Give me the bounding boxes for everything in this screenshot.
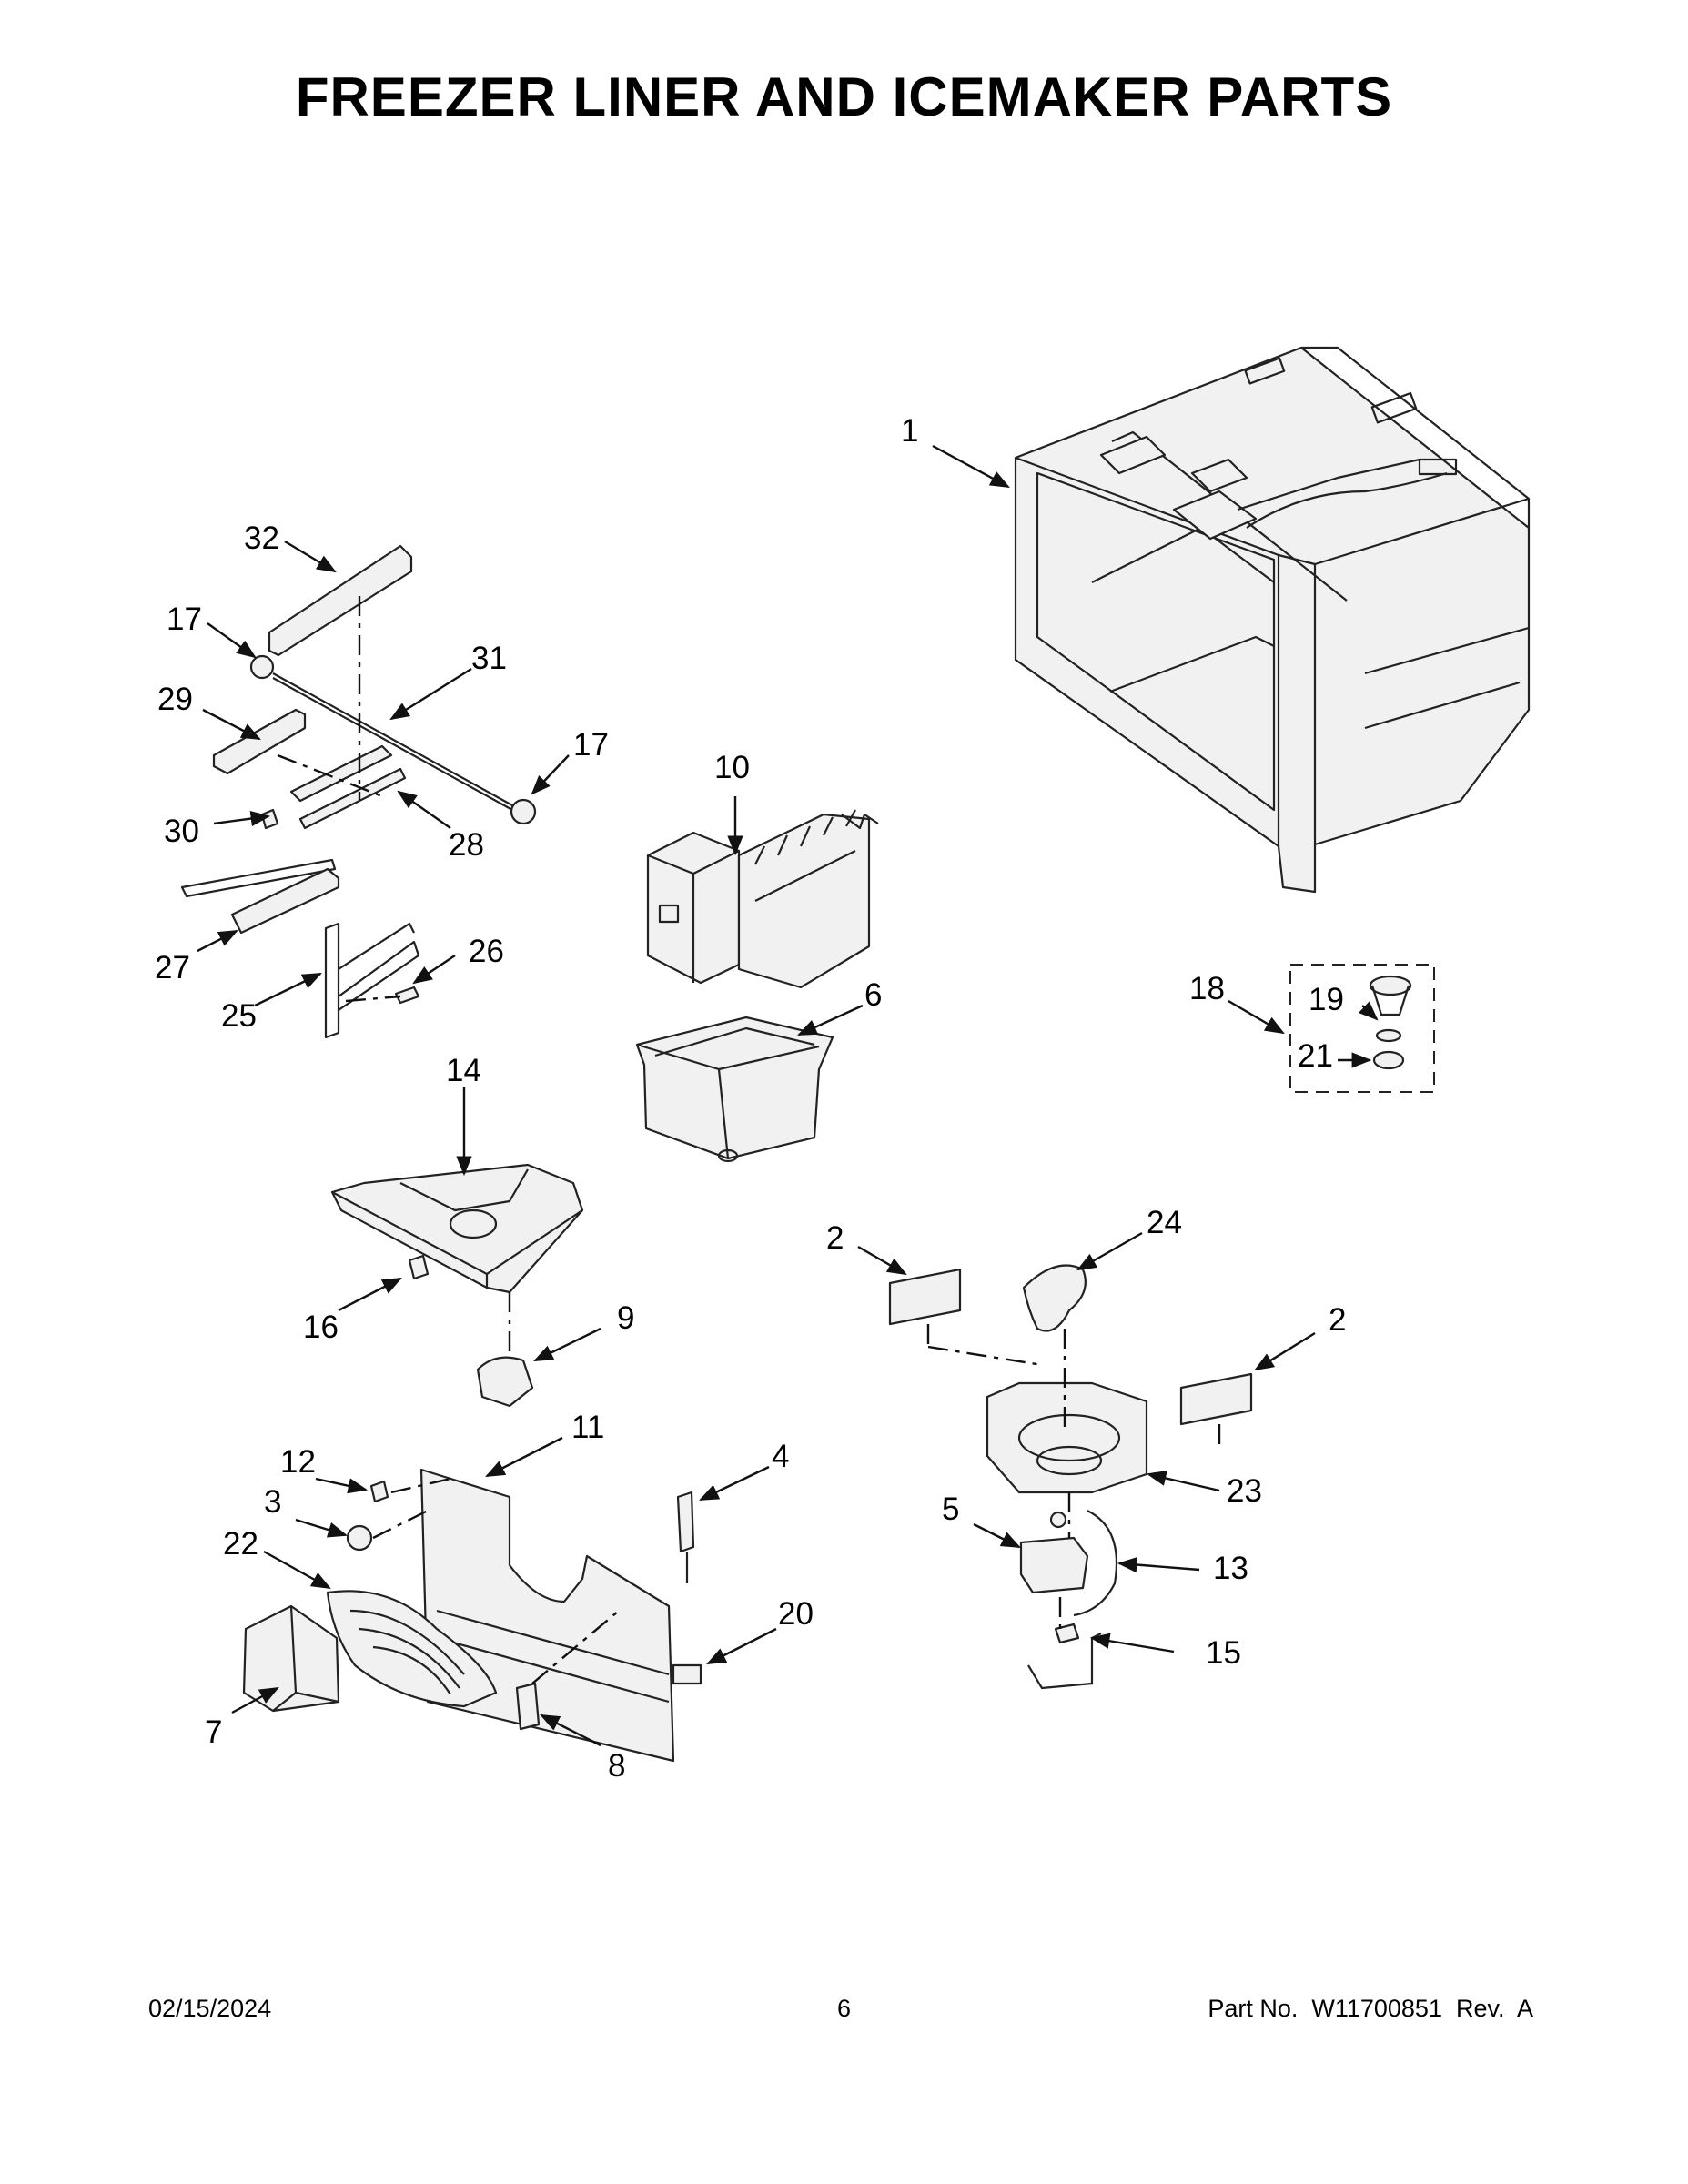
callout-29: 29 [157, 682, 193, 717]
callout-24: 24 [1147, 1205, 1182, 1240]
footer-date: 02/15/2024 [148, 1995, 272, 2022]
evaporator-fan-assembly [888, 1264, 1253, 1690]
callout-16: 16 [303, 1309, 339, 1345]
icemaker-part [646, 809, 879, 989]
callout-26: 26 [469, 934, 504, 969]
callout-10: 10 [714, 750, 750, 785]
callout-4: 4 [772, 1439, 789, 1474]
callout-labels: 1 32 17 31 29 17 30 28 27 26 25 10 6 18 … [155, 413, 1346, 1784]
callout-23: 23 [1227, 1473, 1262, 1509]
callout-14: 14 [446, 1053, 481, 1088]
callout-19: 19 [1309, 982, 1344, 1017]
footer-page-number: 6 [836, 1995, 852, 2022]
callout-2: 2 [1329, 1302, 1346, 1338]
callout-17: 17 [573, 727, 609, 763]
footer-part-number-text: Part No. W11700851 Rev. A [1208, 1995, 1533, 2022]
ice-bin-part [635, 1016, 834, 1163]
callout-18: 18 [1189, 971, 1225, 1006]
callout-28: 28 [449, 827, 484, 863]
callout-6: 6 [864, 977, 882, 1013]
callout-15: 15 [1206, 1635, 1241, 1671]
callout-20: 20 [778, 1596, 814, 1632]
shelf-rail-assembly [180, 544, 537, 1039]
callout-5: 5 [942, 1491, 959, 1527]
callout-9: 9 [617, 1300, 634, 1336]
ice-chute-part [330, 1163, 584, 1408]
callout-13: 13 [1213, 1551, 1248, 1586]
callout-22: 22 [223, 1526, 258, 1562]
callout-11: 11 [571, 1410, 604, 1445]
footer-part-number: Part No. W11700851 Rev. A [1208, 1995, 1533, 2023]
callout-32: 32 [244, 521, 279, 556]
callout-1: 1 [901, 413, 918, 449]
callout-leader-lines [197, 444, 1379, 1747]
cover-panel-assembly [242, 1468, 702, 1763]
callout-21: 21 [1298, 1038, 1333, 1074]
kit-18-box [1289, 964, 1435, 1093]
page-title: FREEZER LINER AND ICEMAKER PARTS [295, 66, 1393, 127]
callout-7: 7 [205, 1714, 222, 1750]
callout-17: 17 [167, 602, 202, 637]
callout-2: 2 [826, 1220, 844, 1256]
callout-12: 12 [280, 1444, 316, 1480]
callout-3: 3 [264, 1484, 281, 1520]
freezer-liner-part [1014, 346, 1531, 894]
callout-25: 25 [221, 998, 257, 1034]
callout-8: 8 [608, 1748, 625, 1784]
callout-27: 27 [155, 950, 190, 986]
callout-30: 30 [164, 814, 199, 849]
callout-31: 31 [471, 641, 507, 676]
